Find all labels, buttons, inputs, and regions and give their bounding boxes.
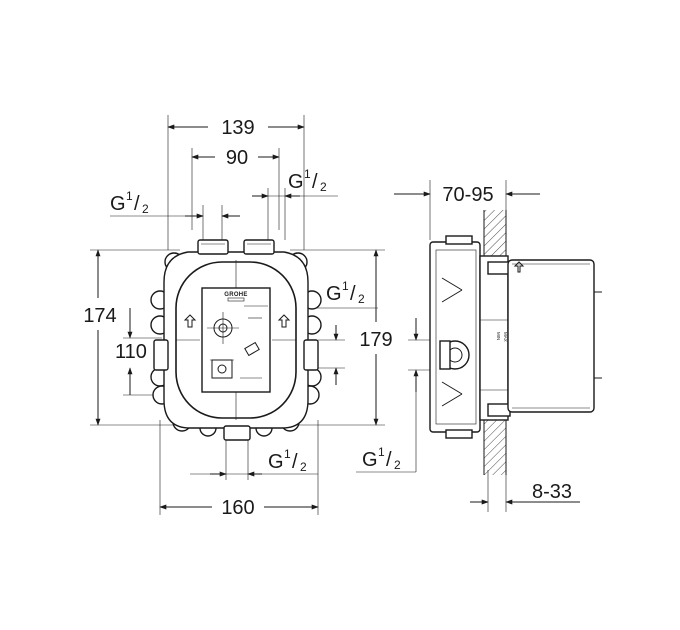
dim-base-width: 160	[221, 497, 254, 519]
svg-text:1: 1	[378, 445, 385, 459]
dim-height-overall: 174	[83, 305, 116, 327]
svg-text:2: 2	[142, 202, 149, 216]
svg-text:/: /	[350, 283, 356, 305]
dimension-174: 174	[83, 249, 117, 426]
svg-text:G: G	[110, 193, 126, 215]
dim-port-spacing: 90	[226, 147, 248, 169]
dim-depth-range: 70-95	[442, 184, 493, 206]
max-label: MAX	[503, 332, 508, 342]
flow-up-arrow-right	[277, 314, 291, 328]
grohe-logo-text: GROHE	[224, 292, 248, 298]
dim-side-port-spacing: 110	[115, 341, 147, 363]
mounting-box: GROHE	[150, 239, 322, 441]
svg-text:1: 1	[126, 189, 133, 203]
dimension-160: 160	[159, 497, 319, 519]
svg-text:1: 1	[342, 279, 349, 293]
thread-label-bottom: G 1 / 2	[190, 430, 318, 480]
svg-text:2: 2	[394, 458, 401, 472]
dimension-179: 179	[359, 249, 393, 426]
dimension-70-95: 70-95	[394, 184, 540, 206]
svg-text:/: /	[292, 451, 298, 473]
thread-label-top-left: G 1 / 2	[110, 189, 240, 240]
svg-text:2: 2	[300, 460, 307, 474]
extension-lines	[90, 115, 385, 515]
dim-width-overall: 139	[221, 117, 254, 139]
dim-wall-range: 8-33	[532, 481, 572, 503]
svg-text:2: 2	[358, 292, 365, 306]
thread-label-side: G 1 / 2	[356, 318, 419, 473]
svg-text:/: /	[386, 449, 392, 471]
svg-text:G: G	[362, 449, 378, 471]
svg-text:G: G	[326, 283, 342, 305]
svg-text:/: /	[134, 193, 140, 215]
front-view: 139 90 174 110 179 160 G	[83, 115, 393, 519]
svg-text:2: 2	[320, 180, 327, 194]
svg-text:G: G	[268, 451, 284, 473]
side-housing: MAX MIN	[429, 235, 602, 439]
side-view: 70-95 8-33 G 1 / 2	[356, 180, 602, 512]
min-label: MIN	[496, 332, 501, 340]
svg-text:G: G	[288, 171, 304, 193]
dimension-8-33: 8-33	[470, 481, 580, 505]
flow-up-arrow-left	[183, 314, 197, 328]
dimension-139: 139	[167, 117, 305, 139]
thread-label-top-right: G 1 / 2	[252, 167, 338, 240]
dimension-90: 90	[191, 147, 280, 169]
svg-text:/: /	[312, 171, 318, 193]
thread-label-right: G 1 / 2	[310, 279, 378, 385]
svg-text:1: 1	[304, 167, 311, 181]
dim-height-mount: 179	[359, 329, 392, 351]
svg-text:1: 1	[284, 447, 291, 461]
dimension-110: 110	[115, 308, 147, 395]
